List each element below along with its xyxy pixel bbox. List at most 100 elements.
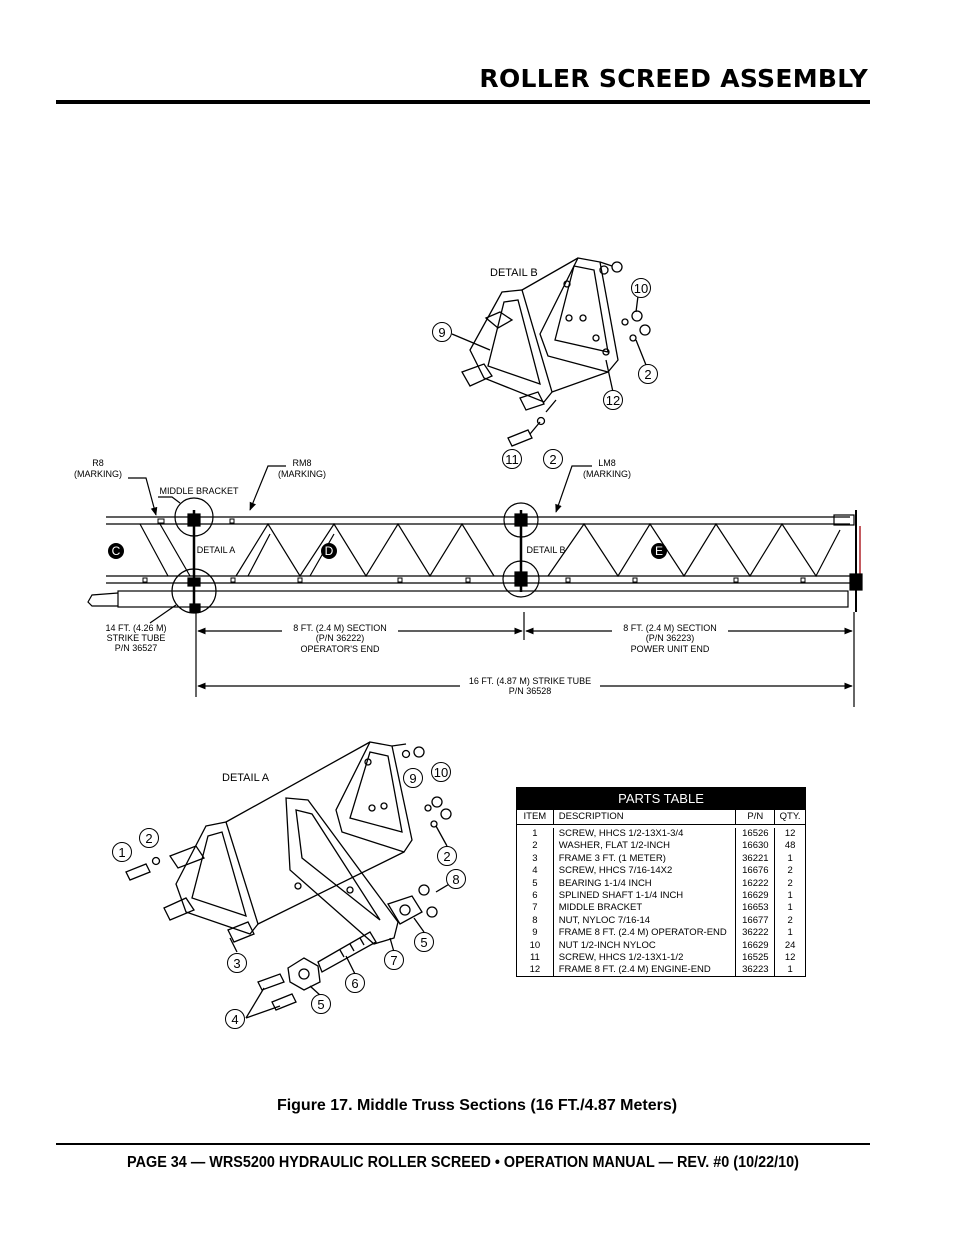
cell-pn: 16629 — [736, 939, 776, 953]
cell-item: 10 — [517, 939, 554, 953]
detail-a-callouts: 9 10 2 1 2 8 5 3 7 6 5 4 — [112, 762, 466, 1029]
truss-drawing — [87, 465, 863, 707]
cell-description: SCREW, HHCS 1/2-13X1-1/2 — [554, 952, 737, 965]
cell-qty: 1 — [787, 927, 793, 939]
cell-pn: 16525 — [736, 952, 776, 965]
svg-text:(P/N 36223): (P/N 36223) — [646, 633, 695, 643]
section-markers: C D E — [108, 543, 667, 559]
cell-qty: 2 — [787, 877, 793, 889]
svg-text:(P/N 36222): (P/N 36222) — [316, 633, 365, 643]
svg-text:14 FT. (4.26 M): 14 FT. (4.26 M) — [105, 623, 166, 633]
cell-item: 7 — [517, 902, 554, 915]
svg-text:1: 1 — [118, 845, 125, 860]
detail-a-drawing: DETAIL A — [125, 741, 457, 1019]
svg-text:MIDDLE BRACKET: MIDDLE BRACKET — [159, 486, 239, 496]
cell-pn: 36223 — [736, 964, 776, 977]
cell-pn: 16677 — [736, 914, 776, 928]
parts-table-header: ITEM DESCRIPTION P/N QTY. — [517, 810, 805, 825]
svg-text:D: D — [325, 544, 334, 558]
cell-qty: 12 — [784, 828, 796, 839]
svg-text:P/N 36528: P/N 36528 — [509, 686, 552, 696]
cell-description: NUT 1/2-INCH NYLOC — [554, 939, 737, 953]
cell-qty: 1 — [787, 890, 793, 902]
svg-text:10: 10 — [434, 765, 448, 780]
cell-qty: 1 — [787, 852, 793, 864]
cell-description: SPLINED SHAFT 1-1/4 INCH — [554, 890, 737, 903]
svg-text:R8: R8 — [92, 458, 104, 468]
svg-text:RM8: RM8 — [292, 458, 311, 468]
cell-description: MIDDLE BRACKET — [554, 902, 737, 915]
svg-text:2: 2 — [145, 831, 152, 846]
truss-labels: R8 (MARKING) RM8 (MARKING) LM8 (MARKING)… — [74, 458, 717, 696]
svg-text:E: E — [655, 544, 663, 558]
svg-text:2: 2 — [644, 367, 651, 382]
svg-text:DETAIL A: DETAIL A — [197, 545, 236, 555]
cell-item: 11 — [517, 952, 554, 965]
svg-text:(MARKING): (MARKING) — [74, 469, 122, 479]
svg-text:STRIKE TUBE: STRIKE TUBE — [107, 633, 166, 643]
detail-b-title: DETAIL B — [490, 267, 538, 279]
col-item: ITEM — [517, 810, 554, 824]
svg-text:2: 2 — [549, 452, 556, 467]
cell-pn: 16526 — [736, 828, 776, 841]
cell-qty: 48 — [784, 840, 796, 852]
cell-item: 4 — [517, 865, 554, 878]
cell-item: 9 — [517, 927, 554, 940]
footer-rule — [56, 1143, 870, 1145]
cell-qty: 12 — [784, 952, 796, 964]
cell-qty: 2 — [787, 914, 793, 926]
svg-text:DETAIL B: DETAIL B — [526, 545, 565, 555]
parts-table-title: PARTS TABLE — [517, 788, 805, 810]
page-title: ROLLER SCREED ASSEMBLY — [479, 64, 868, 93]
header-rule — [56, 100, 870, 104]
col-pn: P/N — [736, 810, 776, 824]
cell-item: 5 — [517, 877, 554, 891]
cell-pn: 16630 — [736, 840, 776, 853]
cell-qty: 1 — [787, 964, 793, 976]
cell-item: 12 — [517, 964, 554, 977]
cell-description: SCREW, HHCS 7/16-14X2 — [554, 865, 737, 878]
svg-text:10: 10 — [634, 281, 648, 296]
cell-pn: 16222 — [736, 877, 776, 891]
svg-text:8 FT. (2.4 M) SECTION: 8 FT. (2.4 M) SECTION — [293, 623, 387, 633]
cell-description: BEARING 1-1/4 INCH — [554, 877, 737, 891]
svg-text:POWER UNIT END: POWER UNIT END — [631, 644, 710, 654]
svg-text:(MARKING): (MARKING) — [278, 469, 326, 479]
cell-description: FRAME 8 FT. (2.4 M) ENGINE-END — [554, 964, 737, 977]
cell-pn: 16653 — [736, 902, 776, 915]
svg-text:9: 9 — [409, 771, 416, 786]
svg-text:OPERATOR'S END: OPERATOR'S END — [301, 644, 380, 654]
svg-text:P/N 36527: P/N 36527 — [115, 643, 158, 653]
svg-text:2: 2 — [443, 849, 450, 864]
detail-a-title: DETAIL A — [222, 772, 270, 784]
svg-text:5: 5 — [317, 997, 324, 1012]
cell-pn: 36222 — [736, 927, 776, 940]
cell-item: 2 — [517, 840, 554, 853]
cell-description: NUT, NYLOC 7/16-14 — [554, 914, 737, 928]
cell-description: FRAME 8 FT. (2.4 M) OPERATOR-END — [554, 927, 737, 940]
svg-text:11: 11 — [505, 452, 519, 467]
cell-description: FRAME 3 FT. (1 METER) — [554, 852, 737, 866]
svg-text:8 FT. (2.4 M) SECTION: 8 FT. (2.4 M) SECTION — [623, 623, 717, 633]
svg-text:LM8: LM8 — [598, 458, 616, 468]
col-description: DESCRIPTION — [554, 810, 737, 824]
cell-qty: 24 — [784, 939, 796, 951]
svg-text:5: 5 — [420, 935, 427, 950]
detail-b-drawing: DETAIL B — [451, 257, 651, 447]
svg-text:12: 12 — [606, 393, 620, 408]
svg-text:6: 6 — [351, 976, 358, 991]
svg-text:(MARKING): (MARKING) — [583, 469, 631, 479]
cell-pn: 16676 — [736, 865, 776, 878]
figure-caption: Figure 17. Middle Truss Sections (16 FT.… — [276, 1097, 678, 1114]
svg-text:8: 8 — [452, 872, 459, 887]
